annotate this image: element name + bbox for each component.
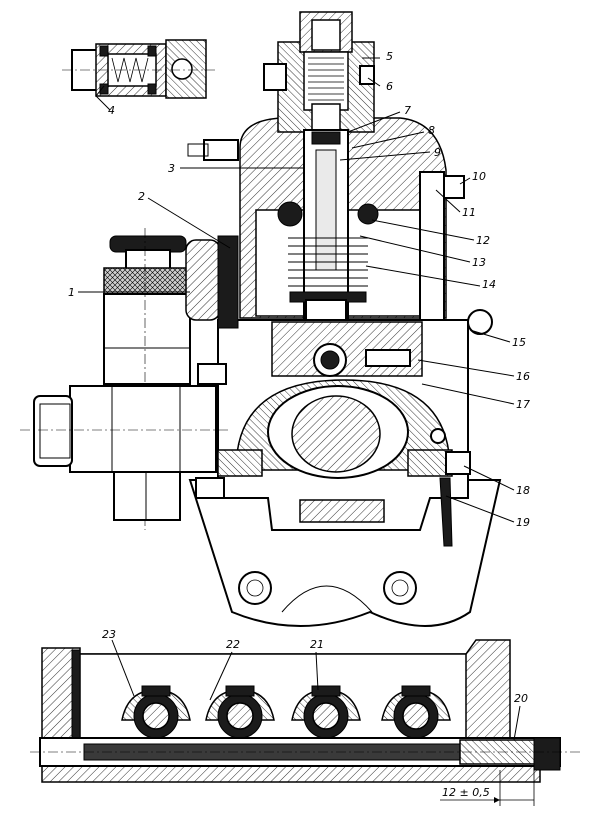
callout-1: 1	[68, 286, 75, 299]
callout-5: 5	[386, 50, 393, 63]
callout-4: 4	[108, 104, 115, 117]
callout-20: 20	[514, 692, 528, 705]
callout-18: 18	[516, 484, 530, 497]
pump-housing	[187, 11, 502, 627]
cam-1	[121, 685, 191, 739]
callout-7: 7	[404, 104, 411, 117]
leader-lines	[78, 57, 521, 741]
callout-6: 6	[386, 80, 393, 93]
cam-2	[205, 685, 275, 739]
callout-15: 15	[512, 336, 526, 349]
callout-2: 2	[138, 190, 145, 203]
cam-3	[291, 685, 361, 739]
callout-23: 23	[102, 628, 116, 641]
callout-12: 12	[476, 234, 490, 247]
callout-14: 14	[482, 278, 496, 291]
dimension-label: 12 ± 0,5	[442, 786, 490, 799]
camshaft-section	[30, 639, 580, 806]
callout-9: 9	[434, 146, 441, 159]
callout-11: 11	[462, 206, 476, 219]
callout-19: 19	[516, 516, 530, 529]
callout-16: 16	[516, 370, 530, 383]
cam-4	[381, 685, 451, 739]
callout-labels: 1 2 3 4 5 6 7 8 9 10 11 12 13 14 15 16 1…	[68, 50, 530, 799]
callout-8: 8	[428, 124, 435, 137]
callout-17: 17	[516, 398, 530, 411]
callout-21: 21	[310, 638, 324, 651]
callout-3: 3	[168, 162, 175, 175]
callout-10: 10	[472, 170, 486, 183]
priming-pump-1	[20, 228, 239, 530]
callout-22: 22	[226, 638, 240, 651]
valve-detail-4	[62, 39, 215, 99]
callout-13: 13	[472, 256, 486, 269]
